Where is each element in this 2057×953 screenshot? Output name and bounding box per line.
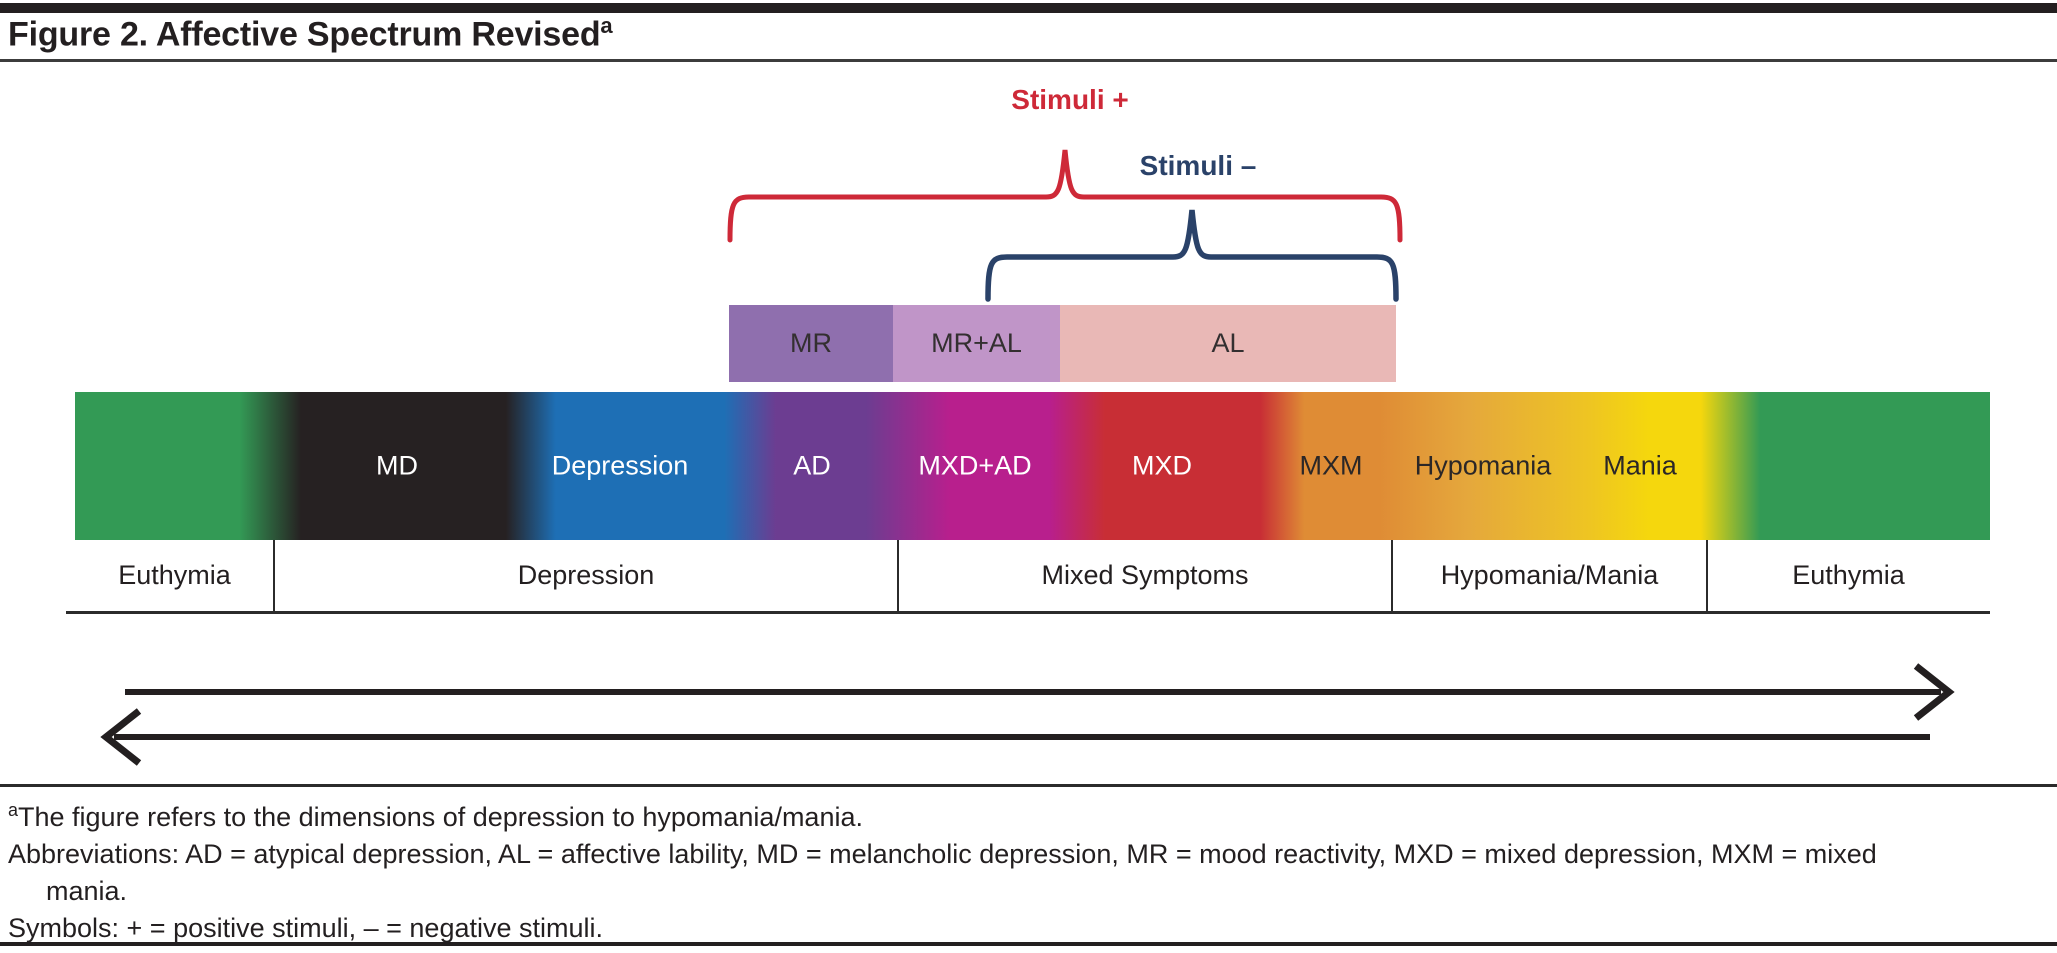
top-rule	[0, 3, 2057, 13]
spectrum-label-mania: Mania	[1603, 450, 1677, 481]
figure-title-text: Figure 2. Affective Spectrum Revised	[8, 15, 601, 54]
leftward-arrow	[100, 708, 1930, 766]
spectrum-label-mxd: MXD	[1132, 450, 1192, 481]
spectrum-label-mxm: MXM	[1299, 450, 1363, 481]
dimension-mixed-symptoms: Mixed Symptoms	[898, 540, 1392, 611]
dimension-divider-3	[1391, 540, 1393, 612]
figure-title-superscript: a	[600, 13, 613, 38]
footnote-line-2-continuation: mania.	[8, 873, 2048, 910]
modifier-segment-mr: MR	[729, 305, 893, 382]
spectrum-label-mxd-ad: MXD+AD	[918, 450, 1032, 481]
footnote-separator-rule	[0, 784, 2057, 787]
spectrum-label-depression: Depression	[551, 450, 689, 481]
dimension-divider-1	[273, 540, 275, 612]
dimension-euthymia-right: Euthymia	[1707, 540, 1990, 611]
footnote-line-2-text: Abbreviations: AD = atypical depression,…	[8, 839, 1877, 869]
footnote-line-2: Abbreviations: AD = atypical depression,…	[8, 836, 2048, 873]
dimension-hypomania-mania: Hypomania/Mania	[1392, 540, 1707, 611]
footnotes: aThe figure refers to the dimensions of …	[8, 792, 2048, 947]
stimuli-minus-label: Stimuli –	[1139, 150, 1257, 181]
modifier-segment-mr-label: MR	[790, 328, 832, 358]
spectrum-label-ad: AD	[793, 450, 831, 481]
dimension-depression-label: Depression	[517, 560, 655, 590]
modifier-segment-mr-al: MR+AL	[893, 305, 1060, 382]
dimension-divider-4	[1706, 540, 1708, 612]
modifier-segment-mr-al-label: MR+AL	[931, 328, 1022, 358]
spectrum-label-hypomania: Hypomania	[1414, 450, 1552, 481]
footnote-line-3: Symbols: + = positive stimuli, – = negat…	[8, 910, 2048, 947]
spectrum-label-md: MD	[376, 450, 418, 481]
stimuli-plus-label: Stimuli +	[1011, 84, 1129, 115]
dimension-mixed-symptoms-label: Mixed Symptoms	[1041, 560, 1249, 590]
dimension-divider-2	[897, 540, 899, 612]
dimension-euthymia-right-label: Euthymia	[1792, 560, 1905, 590]
modifier-segment-al: AL	[1060, 305, 1396, 382]
footnote-superscript-a: a	[8, 800, 19, 820]
dimension-euthymia-left-label: Euthymia	[118, 560, 231, 590]
title-underline	[0, 59, 2057, 62]
rightward-arrow	[125, 663, 1955, 721]
affective-spectrum-bar: MD Depression AD MXD+AD MXD MXM Hypomani…	[75, 392, 1990, 540]
modifier-segment-al-label: AL	[1211, 328, 1245, 358]
footnote-line-2-cont-text: mania.	[46, 876, 128, 906]
dimension-hypomania-mania-label: Hypomania/Mania	[1440, 560, 1659, 590]
footnote-line-1: aThe figure refers to the dimensions of …	[8, 792, 2048, 836]
dimension-depression: Depression	[274, 540, 898, 611]
stimuli-plus-brace	[727, 149, 1403, 243]
footnote-line-1-text: The figure refers to the dimensions of d…	[18, 802, 863, 832]
footnote-line-3-text: Symbols: + = positive stimuli, – = negat…	[8, 913, 604, 943]
dimension-euthymia-left: Euthymia	[75, 540, 274, 611]
bottom-rule	[0, 942, 2057, 946]
stimuli-minus-brace	[985, 209, 1399, 302]
figure-title: Figure 2. Affective Spectrum Reviseda	[8, 13, 613, 54]
dimension-row-baseline	[66, 611, 1990, 614]
